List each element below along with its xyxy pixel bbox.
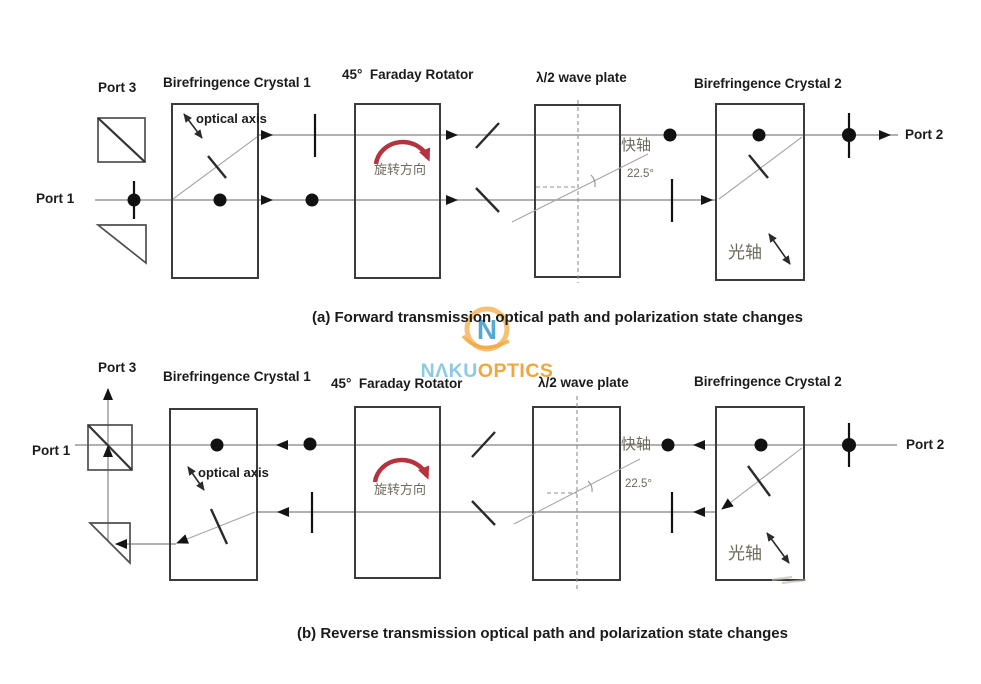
port3-label-a: Port 3 bbox=[98, 80, 137, 95]
nakuoptics-logo: N NΛKUOPTICS bbox=[421, 306, 554, 382]
fast-axis-cn-label-a: 快轴 bbox=[621, 137, 652, 154]
port2-label-b: Port 2 bbox=[906, 437, 945, 452]
faraday-label-b: 45° Faraday Rotator bbox=[331, 376, 463, 391]
caption-a: (a) Forward transmission optical path an… bbox=[312, 309, 803, 326]
optic-axis-arrow-b bbox=[766, 532, 790, 564]
optic-axis-cn-label-a: 光轴 bbox=[728, 243, 762, 262]
rotation-direction-arrow-a bbox=[373, 139, 431, 165]
polarization-dot bbox=[661, 438, 675, 452]
rotation-direction-cn-b: 旋转方向 bbox=[374, 482, 427, 497]
fast-axis-cn-label-b: 快轴 bbox=[621, 436, 652, 453]
birefringence-crystal-1-a bbox=[171, 103, 259, 279]
optic-axis-arrow-a bbox=[768, 233, 791, 265]
output-polarization-a bbox=[842, 113, 856, 158]
polarization-45 bbox=[471, 500, 496, 526]
crystal2-label-a: Birefringence Crystal 2 bbox=[694, 76, 842, 91]
logo-swoosh bbox=[461, 334, 510, 350]
fast-axis-angle-b: 22.5° bbox=[625, 478, 652, 490]
diagram-b-geometry bbox=[75, 388, 897, 590]
caption-b: (b) Reverse transmission optical path an… bbox=[297, 625, 788, 642]
prism-a bbox=[95, 224, 147, 265]
scan-smudge bbox=[781, 578, 807, 585]
birefringence-crystal-1-b bbox=[169, 408, 258, 581]
fast-axis-line-b bbox=[513, 458, 641, 525]
port3-splitter-b bbox=[87, 424, 133, 566]
port1-label-a: Port 1 bbox=[36, 191, 75, 206]
waveplate-label-a: λ/2 wave plate bbox=[536, 70, 627, 85]
rotation-direction-cn-a: 旋转方向 bbox=[374, 162, 427, 177]
port3-splitter-a bbox=[95, 117, 147, 265]
polarization-45 bbox=[475, 187, 500, 213]
scan-smudge bbox=[771, 575, 793, 582]
faraday-label-a: 45° Faraday Rotator bbox=[342, 67, 474, 82]
birefringence-crystal-2-b bbox=[715, 406, 807, 585]
polarization-dot bbox=[663, 128, 677, 142]
polarization-45 bbox=[475, 122, 500, 149]
logo-monogram: N bbox=[477, 314, 497, 345]
input-polarization-b bbox=[842, 423, 856, 467]
faraday-rotator-a bbox=[354, 103, 441, 279]
polarization-dot bbox=[305, 193, 319, 207]
polarization-45 bbox=[471, 431, 496, 458]
optical-axis-arrow-a bbox=[183, 113, 203, 139]
input-polarization-a bbox=[127, 181, 141, 219]
rotation-direction-arrow-b bbox=[372, 457, 430, 483]
half-wave-plate-b bbox=[513, 396, 641, 590]
port1-label-b: Port 1 bbox=[32, 443, 71, 458]
crystal2-label-b: Birefringence Crystal 2 bbox=[694, 374, 842, 389]
diagram-a-geometry bbox=[95, 100, 898, 283]
half-wave-plate-a bbox=[511, 100, 649, 283]
port3-label-b: Port 3 bbox=[98, 360, 137, 375]
optical-axis-label-a: optical axis bbox=[196, 111, 267, 126]
waveplate-label-b: λ/2 wave plate bbox=[538, 375, 629, 390]
polarization-dot bbox=[303, 437, 317, 451]
optical-axis-label-b: optical axis bbox=[198, 465, 269, 480]
optic-axis-cn-label-b: 光轴 bbox=[728, 544, 762, 563]
crystal1-label-a: Birefringence Crystal 1 bbox=[163, 75, 311, 90]
birefringence-crystal-2-a bbox=[715, 103, 805, 281]
port2-label-a: Port 2 bbox=[905, 127, 944, 142]
fast-axis-line-a bbox=[511, 153, 649, 223]
logo-brand: NΛKUOPTICS bbox=[421, 360, 554, 382]
optical-axis-arrow-b bbox=[187, 466, 205, 491]
prism-b bbox=[87, 522, 131, 566]
crystal1-label-b: Birefringence Crystal 1 bbox=[163, 369, 311, 384]
faraday-rotator-b bbox=[354, 406, 441, 579]
fast-axis-angle-a: 22.5° bbox=[627, 168, 654, 180]
